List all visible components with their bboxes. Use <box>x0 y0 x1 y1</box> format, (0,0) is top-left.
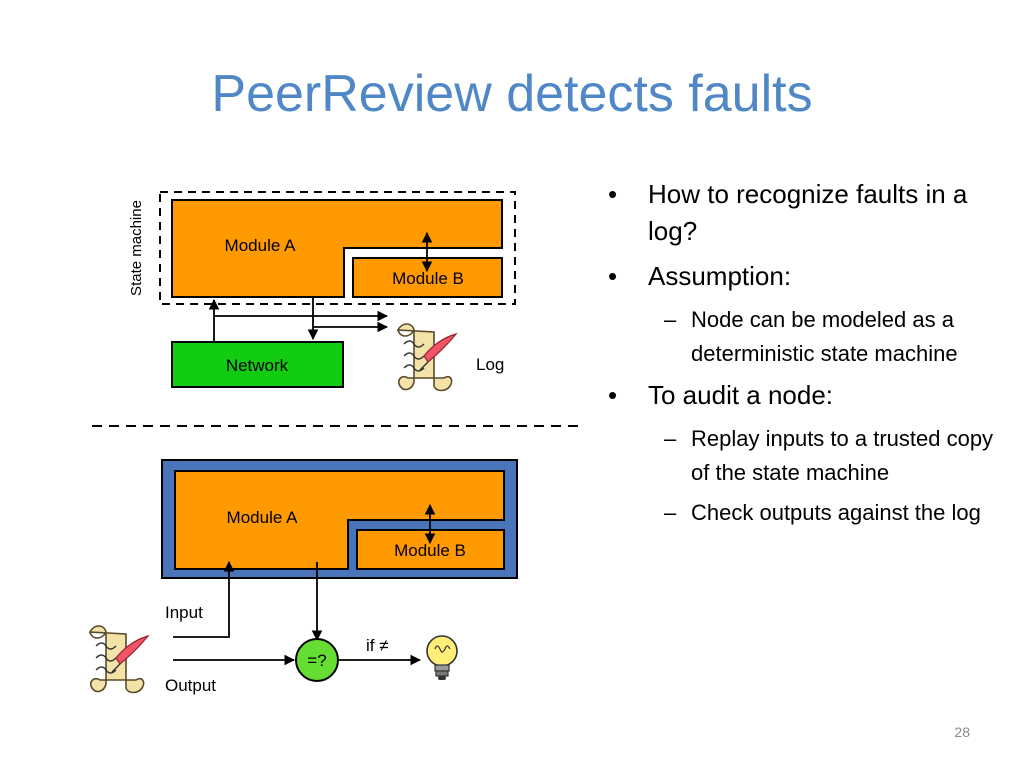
sub-bullet-item: Node can be modeled as a deterministic s… <box>606 303 1006 371</box>
scroll-log-icon <box>89 625 149 694</box>
input-replay-arrow <box>173 560 235 638</box>
sub-bullet-item: Replay inputs to a trusted copy of the s… <box>606 422 1006 490</box>
input-label: Input <box>165 603 203 622</box>
log-label: Log <box>476 355 504 374</box>
slide-number: 28 <box>954 724 970 740</box>
module-b-top-label: Module B <box>392 269 464 288</box>
compare-label: =? <box>307 651 326 670</box>
bullet-item: Assumption: <box>606 258 1006 295</box>
bullet-list: How to recognize faults in a log? Assump… <box>606 176 1006 536</box>
module-b-bottom-label: Module B <box>394 541 466 560</box>
module-b-top <box>352 257 503 298</box>
network-label: Network <box>226 356 289 375</box>
state-machine-boundary <box>159 191 516 305</box>
if-not-equal-label: if ≠ <box>366 636 389 655</box>
scroll-log-icon <box>397 323 457 392</box>
output-label: Output <box>165 676 216 695</box>
module-a-bottom <box>174 470 505 570</box>
module-a-top <box>171 199 503 298</box>
module-a-bottom-label: Module A <box>227 508 299 527</box>
lightbulb-icon <box>426 635 458 680</box>
bullet-item: To audit a node: <box>606 377 1006 414</box>
slide-title: PeerReview detects faults <box>211 65 813 123</box>
network-box <box>171 341 344 388</box>
bullet-item: How to recognize faults in a log? <box>606 176 1006 250</box>
sub-bullet-item: Check outputs against the log <box>606 496 1006 530</box>
state-machine-label: State machine <box>128 200 145 296</box>
module-a-top-label: Module A <box>225 236 297 255</box>
